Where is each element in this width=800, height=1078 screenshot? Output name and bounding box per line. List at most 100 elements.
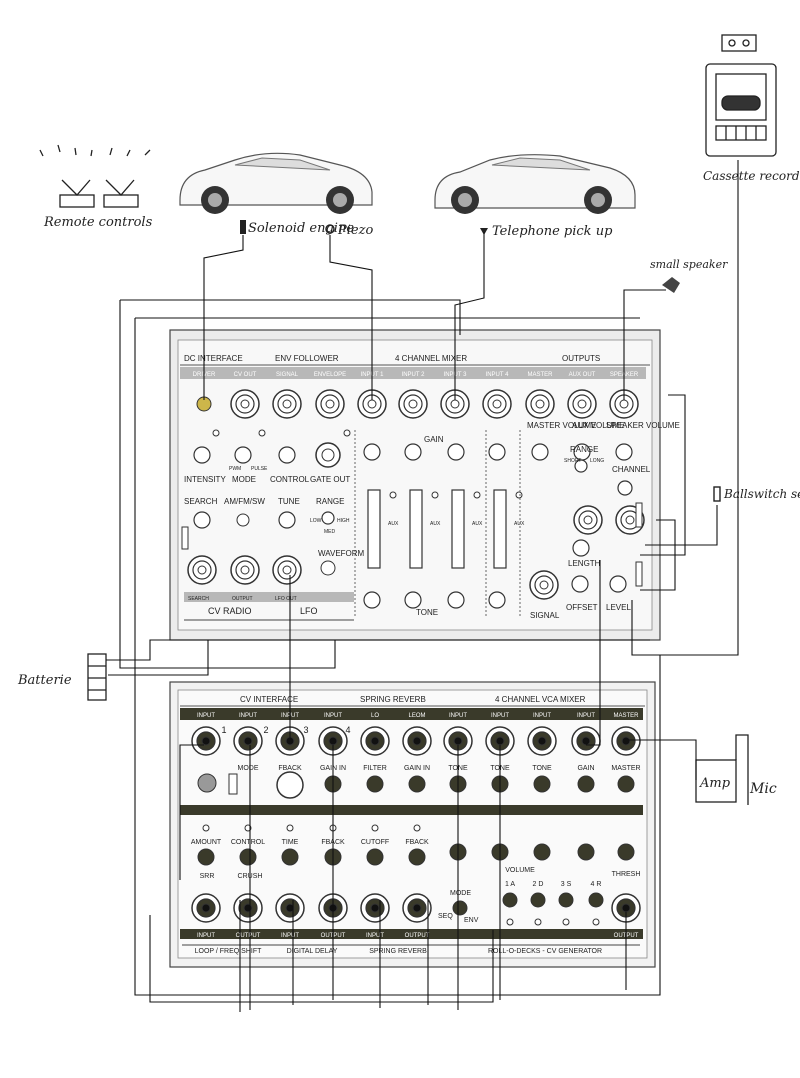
lower-section-1: LOOP / FREQ SHIFT xyxy=(195,948,262,955)
am-fm-sw-label: AM/FM/SW xyxy=(224,497,265,506)
fader-4[interactable] xyxy=(493,489,507,569)
row2-knob-3[interactable] xyxy=(281,848,299,866)
cv-radio-search-jack[interactable] xyxy=(187,555,217,585)
upper-jack-11[interactable] xyxy=(609,389,639,419)
upper-jack-8[interactable] xyxy=(482,389,512,419)
lfo-out-jack[interactable] xyxy=(272,555,302,585)
upper-jack-4[interactable] xyxy=(315,389,345,419)
upper-jack-10[interactable] xyxy=(567,389,597,419)
signal-jack[interactable] xyxy=(529,570,559,600)
aux-label-2: AUX xyxy=(430,521,441,527)
seq-label: SEQ xyxy=(438,913,453,920)
row2-knob-1[interactable] xyxy=(197,848,215,866)
row2-knob-6[interactable] xyxy=(408,848,426,866)
master-volume-knob[interactable] xyxy=(531,443,549,461)
lower-jack-2[interactable] xyxy=(233,726,263,756)
tune-knob[interactable] xyxy=(278,511,296,529)
cv-number-4: 4 xyxy=(345,725,350,735)
analog-switch[interactable] xyxy=(635,561,643,587)
fback-big-knob[interactable] xyxy=(276,771,304,799)
level-knob[interactable] xyxy=(609,575,627,593)
speaker-switch[interactable] xyxy=(635,502,643,528)
tone-knob-2[interactable] xyxy=(404,591,422,609)
amp-label: Amp xyxy=(699,776,731,791)
upper-panel: DC INTERFACE ENV FOLLOWER 4 CHANNEL MIXE… xyxy=(169,329,680,641)
lower-knob-9[interactable] xyxy=(577,775,595,793)
upper-jack-7[interactable] xyxy=(440,389,470,419)
lower-jack-6[interactable] xyxy=(402,726,432,756)
row2-knob-2[interactable] xyxy=(239,848,257,866)
mode-seq-env-switch[interactable] xyxy=(452,900,468,916)
row2-label-6: FBACK xyxy=(405,839,429,846)
lower-knob-5[interactable] xyxy=(408,775,426,793)
lower-knob-10[interactable] xyxy=(617,775,635,793)
range-short-long-knob[interactable] xyxy=(574,459,588,473)
row2-knob-5[interactable] xyxy=(366,848,384,866)
lower-jack-label-4: INPUT xyxy=(324,713,342,719)
car-right-drawing xyxy=(434,154,636,214)
upper-jack-2[interactable] xyxy=(230,389,260,419)
control-knob[interactable] xyxy=(278,446,296,464)
fader-1[interactable] xyxy=(367,489,381,569)
length-knob[interactable] xyxy=(572,539,590,557)
range-knob[interactable] xyxy=(321,511,335,525)
volume-knob-5[interactable] xyxy=(617,843,635,861)
section-vca-mixer: 4 CHANNEL VCA MIXER xyxy=(495,695,586,704)
lfo-out-jack-label: LFO OUT xyxy=(275,596,297,602)
range-right-label: RANGE xyxy=(570,445,598,454)
search-knob[interactable] xyxy=(193,511,211,529)
upper-jack-3[interactable] xyxy=(272,389,302,419)
offset-label: OFFSET xyxy=(566,603,598,612)
lower-jack-11[interactable] xyxy=(611,726,641,756)
lower-bottom-jack-2[interactable] xyxy=(233,893,263,923)
volume-knob-4[interactable] xyxy=(577,843,595,861)
gain-knob-1[interactable] xyxy=(363,443,381,461)
lower-jack-10[interactable] xyxy=(571,726,601,756)
lower-bottom-jack-1[interactable] xyxy=(191,893,221,923)
am-fm-sw-switch[interactable] xyxy=(236,513,250,527)
deck-knob-3[interactable] xyxy=(558,892,574,908)
lower-jack-label-6: LEOM xyxy=(408,713,425,719)
gain-knob-3[interactable] xyxy=(447,443,465,461)
mode-knob[interactable] xyxy=(234,446,252,464)
mode-switch[interactable] xyxy=(228,773,238,795)
intensity-knob[interactable] xyxy=(193,446,211,464)
deck-knob-1[interactable] xyxy=(502,892,518,908)
upper-jack-9[interactable] xyxy=(525,389,555,419)
waveform-switch[interactable] xyxy=(320,560,336,576)
lower-bottom-jack-5[interactable] xyxy=(360,893,390,923)
fader-2[interactable] xyxy=(409,489,423,569)
channel-knob[interactable] xyxy=(617,480,633,496)
lower-bottom-jack-3[interactable] xyxy=(275,893,305,923)
lower-jack-3[interactable] xyxy=(275,726,305,756)
lower-knob-8[interactable] xyxy=(533,775,551,793)
tone-knob-3[interactable] xyxy=(447,591,465,609)
lower-jack-9[interactable] xyxy=(527,726,557,756)
lower-section-3: SPRING REVERB xyxy=(369,948,427,955)
upper-jack-6[interactable] xyxy=(398,389,428,419)
gain-knob-2[interactable] xyxy=(404,443,422,461)
cv-radio-output-jack[interactable] xyxy=(230,555,260,585)
loop-button[interactable] xyxy=(197,773,217,793)
lower-jack-label-2: INPUT xyxy=(239,713,257,719)
lower-panel: CV INTERFACE SPRING REVERB 4 CHANNEL VCA… xyxy=(169,681,656,968)
speaker-volume-knob[interactable] xyxy=(615,443,633,461)
deck-knob-2[interactable] xyxy=(530,892,546,908)
upper-jack-5[interactable] xyxy=(357,389,387,419)
lower-knob-4[interactable] xyxy=(366,775,384,793)
fader-3[interactable] xyxy=(451,489,465,569)
lower-bottom-jack-6[interactable] xyxy=(402,893,432,923)
pulse-label: PULSE xyxy=(251,466,268,472)
gain-knob-4[interactable] xyxy=(488,443,506,461)
tone-knob-1[interactable] xyxy=(363,591,381,609)
mode-label: MODE xyxy=(232,475,256,484)
lower-jack-8[interactable] xyxy=(485,726,515,756)
deck-knob-4[interactable] xyxy=(588,892,604,908)
band-switch[interactable] xyxy=(181,526,189,550)
volume-knob-3[interactable] xyxy=(533,843,551,861)
range-jack-left[interactable] xyxy=(573,505,603,535)
offset-knob[interactable] xyxy=(571,575,589,593)
tone-knob-4[interactable] xyxy=(488,591,506,609)
lower-jack-1[interactable] xyxy=(191,726,221,756)
lower-jack-5[interactable] xyxy=(360,726,390,756)
